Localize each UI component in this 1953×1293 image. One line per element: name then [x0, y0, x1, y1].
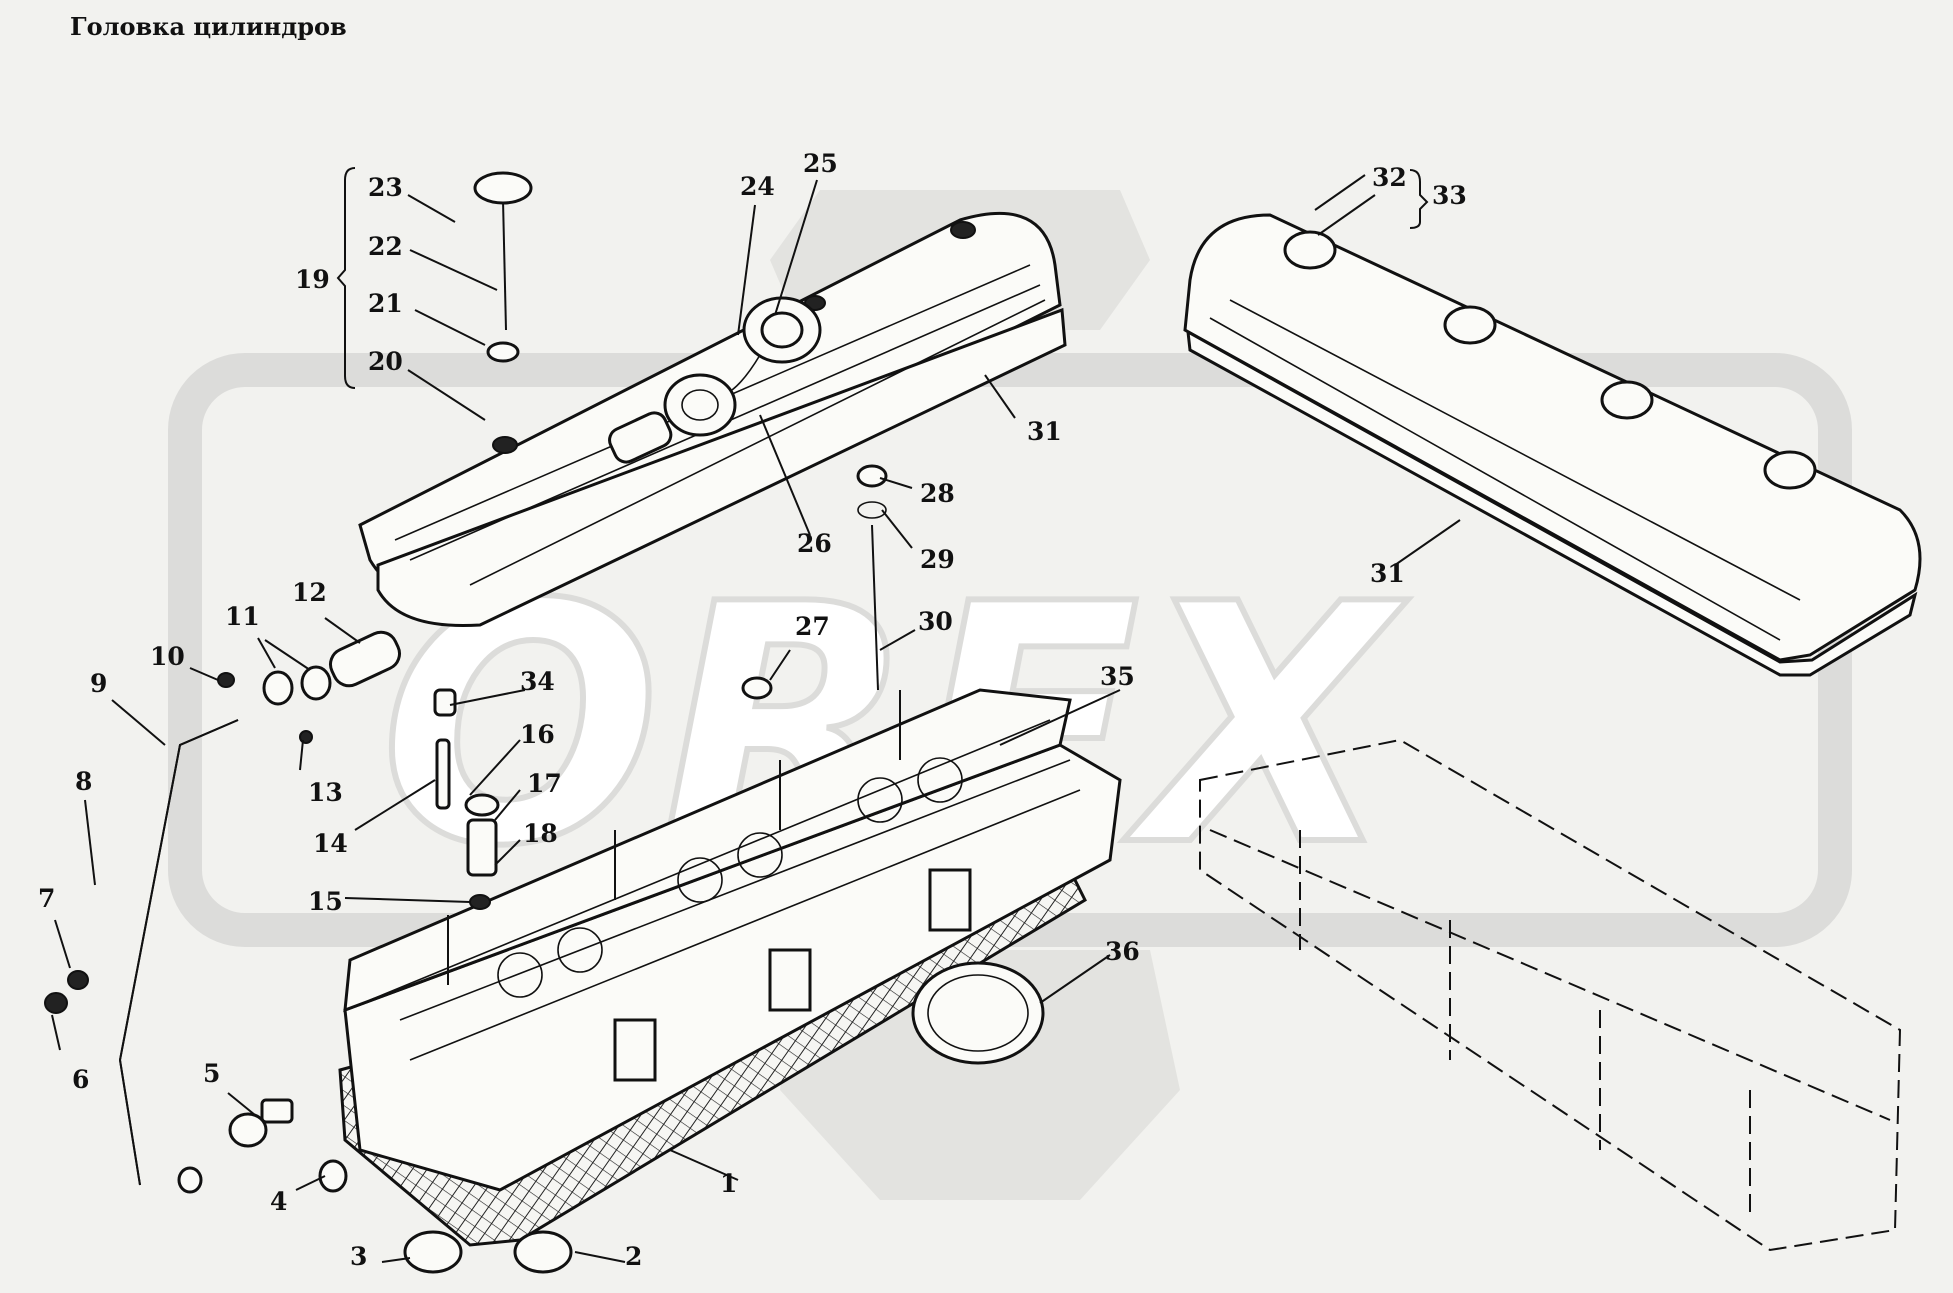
callout-29: 29 — [920, 545, 955, 574]
callout-6: 6 — [72, 1065, 89, 1094]
callout-3: 3 — [350, 1242, 367, 1271]
callout-labels: 1 2 3 4 5 6 7 8 9 10 11 12 13 14 15 16 1… — [38, 149, 1467, 1271]
callout-4: 4 — [270, 1187, 287, 1216]
callout-7: 7 — [38, 884, 55, 913]
callout-33: 33 — [1432, 181, 1467, 210]
callout-15: 15 — [308, 887, 343, 916]
callout-22: 22 — [368, 232, 403, 261]
callout-27: 27 — [795, 612, 830, 641]
right-valve-cover — [1183, 213, 1922, 677]
callout-31-right: 31 — [1370, 559, 1405, 588]
callout-24: 24 — [740, 172, 775, 201]
engine-block-outline — [1199, 738, 1902, 1252]
callout-12: 12 — [292, 578, 327, 607]
callout-18: 18 — [523, 819, 558, 848]
callout-13: 13 — [308, 778, 343, 807]
callout-26: 26 — [797, 529, 832, 558]
callout-14: 14 — [313, 829, 348, 858]
callout-2: 2 — [625, 1242, 642, 1271]
callout-20: 20 — [368, 347, 403, 376]
callout-1: 1 — [720, 1169, 737, 1198]
callout-31-left: 31 — [1027, 417, 1062, 446]
callout-10: 10 — [150, 642, 185, 671]
small-parts — [44, 171, 888, 1274]
leader-lines — [51, 167, 1461, 1263]
callout-30: 30 — [918, 607, 953, 636]
callout-32: 32 — [1372, 163, 1407, 192]
callout-36: 36 — [1105, 937, 1140, 966]
left-valve-cover — [358, 211, 1067, 628]
callout-17: 17 — [527, 769, 562, 798]
gasket-ring — [911, 961, 1045, 1065]
callout-19: 19 — [295, 265, 330, 294]
callout-16: 16 — [520, 720, 555, 749]
page-title: Головка цилиндров — [70, 12, 347, 41]
callout-11: 11 — [225, 602, 260, 631]
callout-34: 34 — [520, 667, 555, 696]
callout-5: 5 — [203, 1059, 220, 1088]
callout-23: 23 — [368, 173, 403, 202]
callout-8: 8 — [75, 767, 92, 796]
callout-21: 21 — [368, 289, 403, 318]
callout-28: 28 — [920, 479, 955, 508]
callout-25: 25 — [803, 149, 838, 178]
callout-35: 35 — [1100, 662, 1135, 691]
callout-9: 9 — [90, 669, 107, 698]
cylinder-head — [338, 688, 1122, 1247]
